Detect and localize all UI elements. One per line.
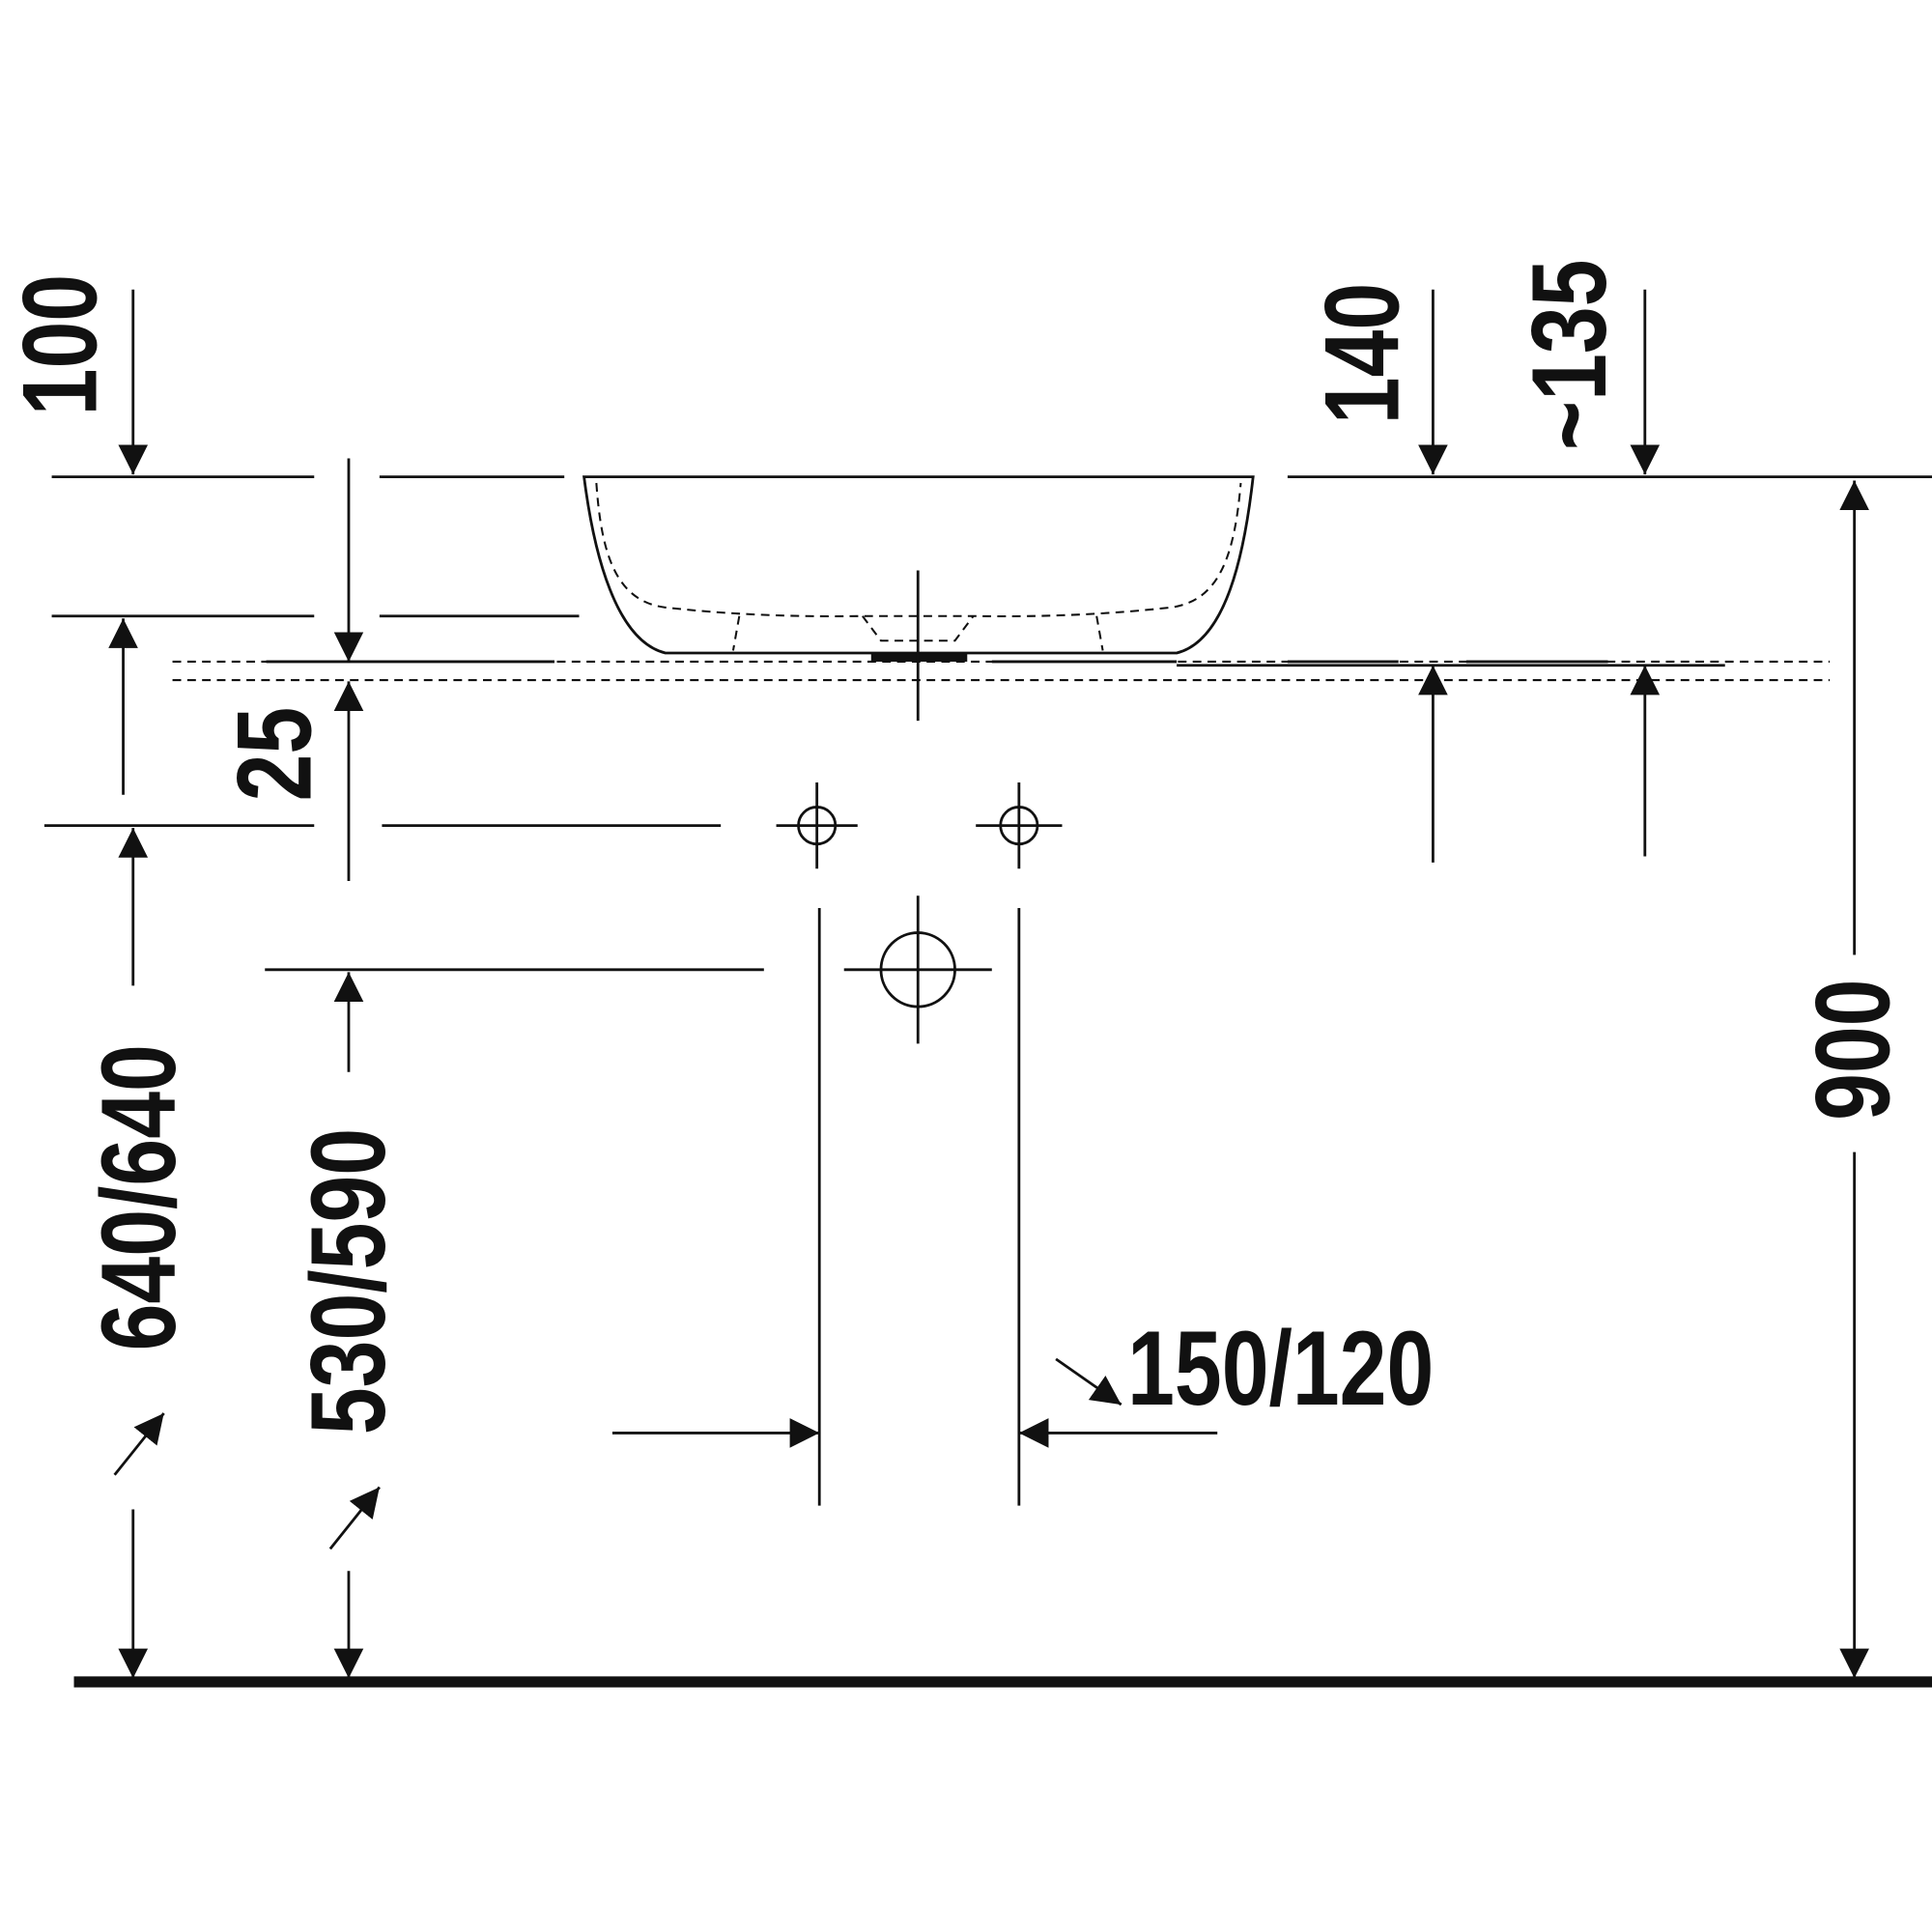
reference-lines (43, 475, 1932, 972)
supply-connection-right (976, 781, 1063, 869)
dimension-labels: 100 25 640/640 530/590 140 ~135 900 150/… (1, 260, 1912, 1435)
dimension-arrows (108, 289, 1869, 1679)
drain-connection (843, 895, 992, 1044)
label-drain-height: 530/590 (290, 1128, 409, 1435)
label-supply-height: 640/640 (80, 1044, 199, 1350)
label-counter-thickness: 25 (215, 707, 334, 802)
label-total-height: 900 (1794, 980, 1913, 1121)
label-supply-spacing: 150/120 (1127, 1310, 1434, 1429)
label-top-offset: 100 (1, 274, 120, 415)
label-overflow-height: ~135 (1511, 260, 1630, 451)
label-basin-height: 140 (1303, 283, 1422, 424)
supply-connection-left (776, 781, 858, 869)
connections (776, 570, 1063, 1506)
